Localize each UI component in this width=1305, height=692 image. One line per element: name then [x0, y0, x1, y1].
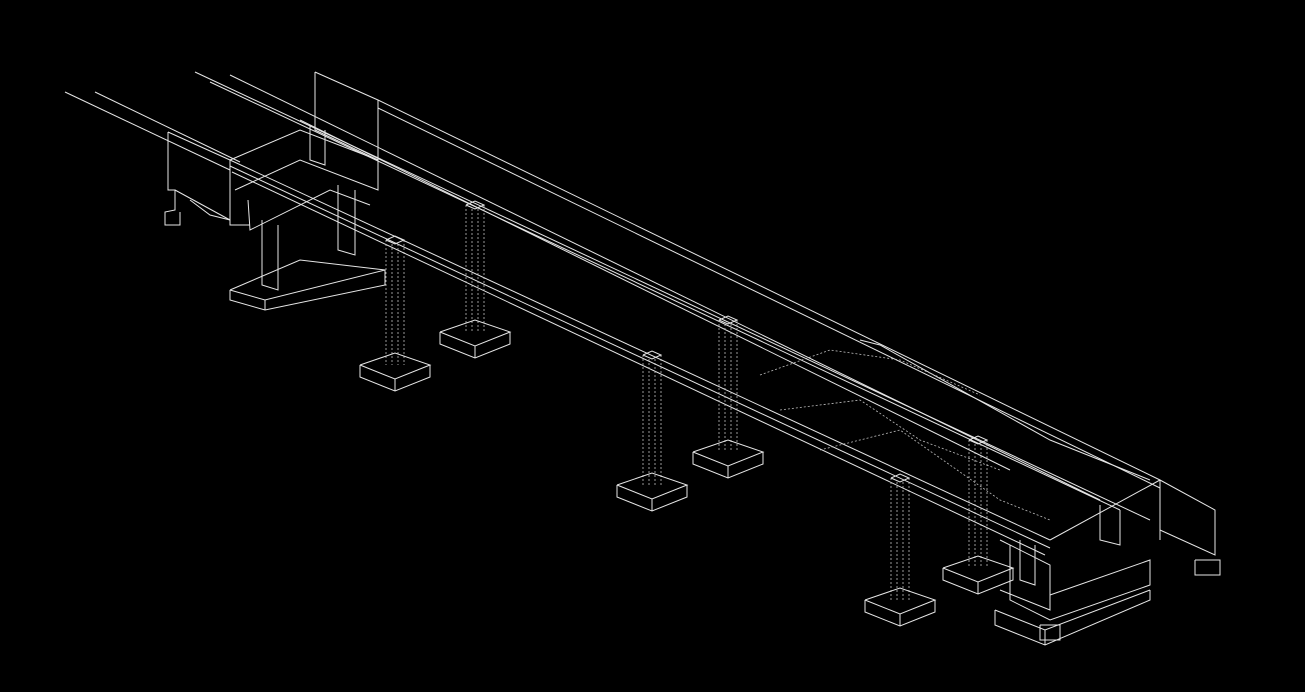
- pier-cap: [968, 435, 989, 445]
- pier-cap: [465, 200, 486, 210]
- pier-cap: [385, 235, 406, 245]
- footing-top: [616, 472, 689, 500]
- left-abutment: [164, 125, 386, 311]
- pier-6: [942, 435, 1015, 595]
- pier-4: [692, 315, 765, 479]
- right-abutment: [994, 505, 1221, 646]
- footing-top: [359, 352, 432, 380]
- pier-1: [359, 235, 432, 392]
- pier-5: [864, 473, 937, 627]
- footing-top: [864, 587, 937, 615]
- pier-2: [439, 200, 512, 359]
- footing-top: [439, 319, 512, 347]
- pier-cap: [890, 473, 911, 483]
- piers: [359, 200, 1015, 627]
- pier-cap: [642, 350, 663, 360]
- pier-3: [616, 350, 689, 512]
- pier-cap: [718, 315, 739, 325]
- footing-top: [942, 555, 1015, 583]
- bridge-deck: [64, 71, 1216, 556]
- footing-top: [692, 439, 765, 467]
